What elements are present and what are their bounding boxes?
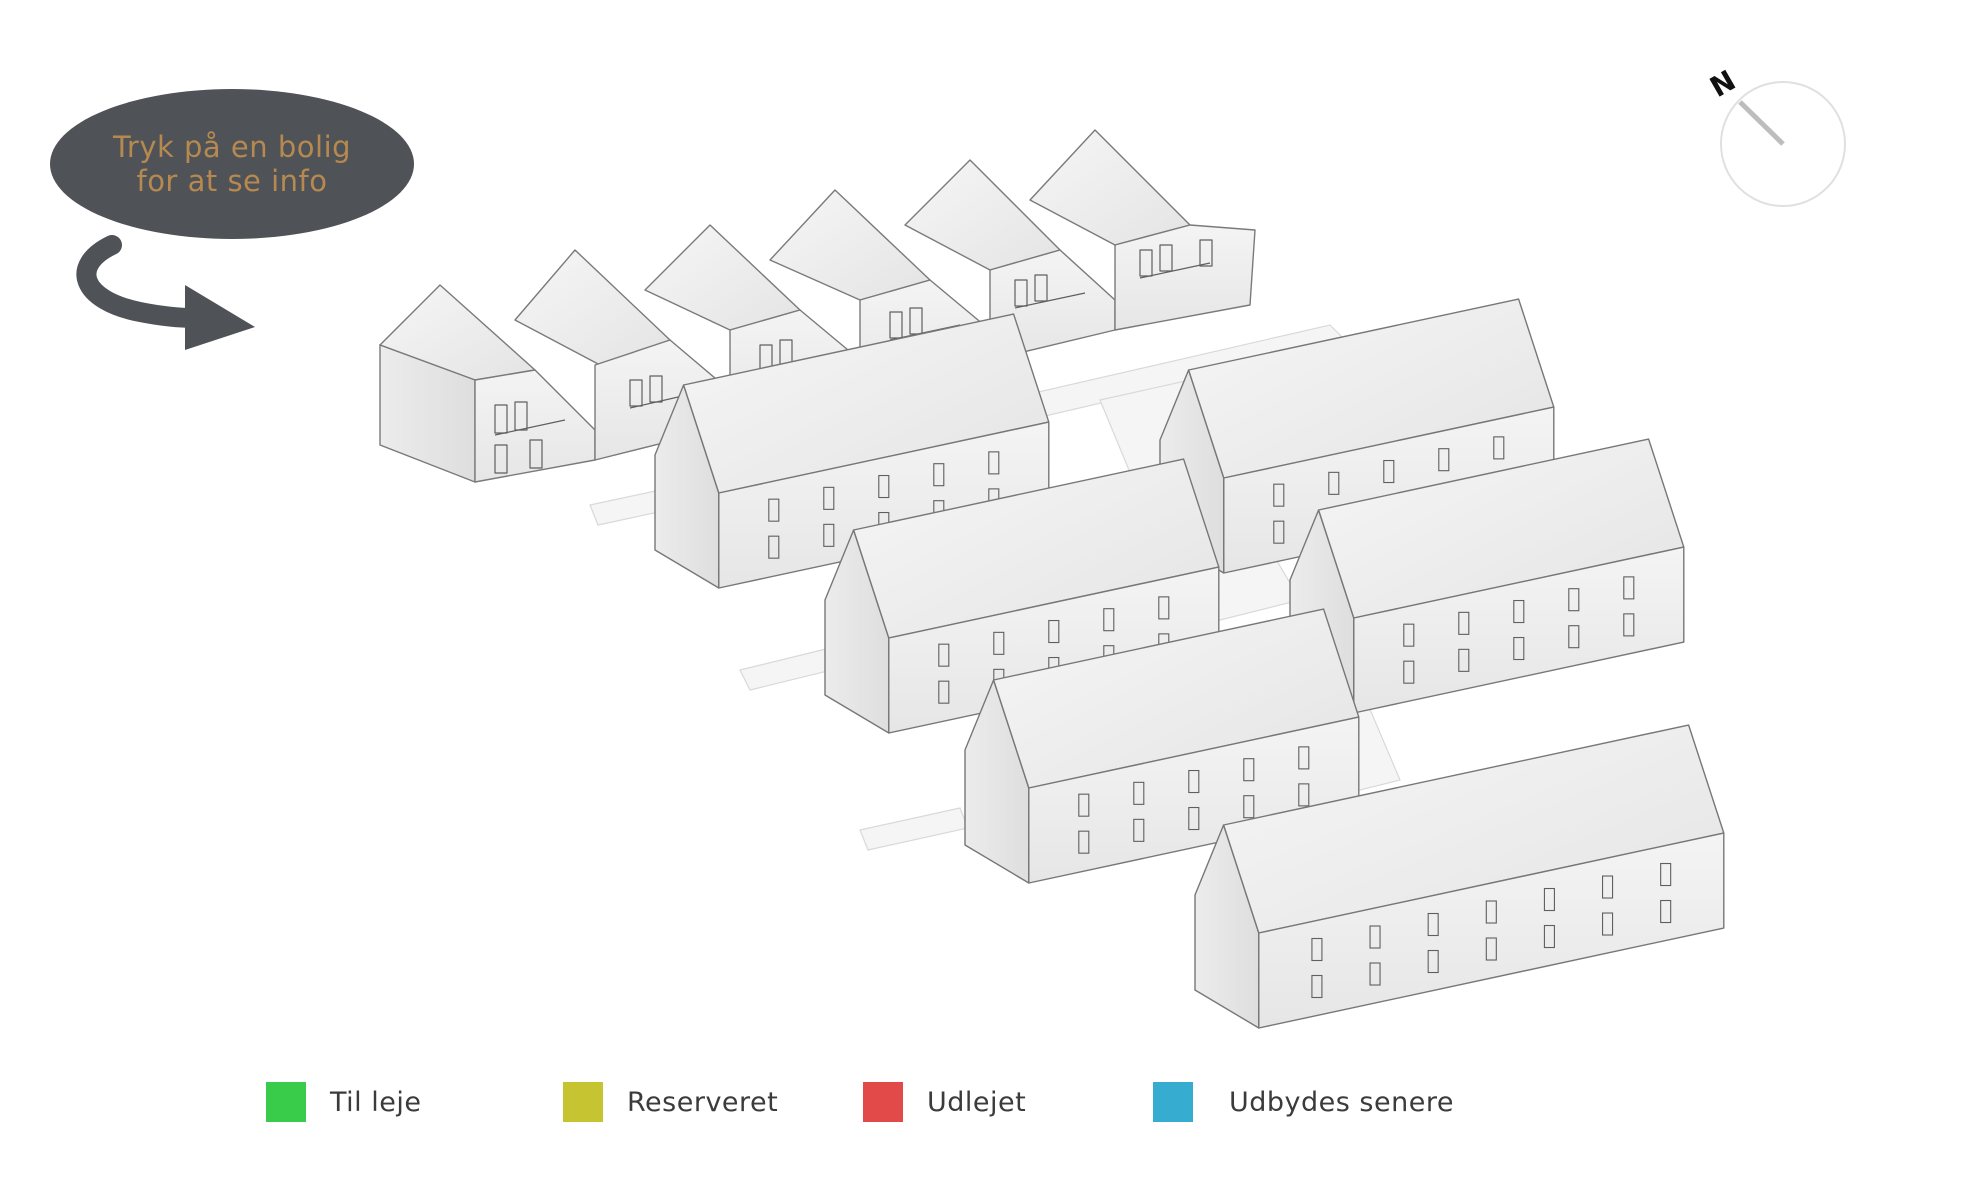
legend-label: Udbydes senere (1229, 1086, 1454, 1118)
compass-needle (1738, 100, 1785, 146)
window (1188, 806, 1200, 831)
window (1273, 483, 1285, 507)
apartment-block-3[interactable] (824, 458, 1220, 734)
window (1078, 830, 1090, 854)
window (1311, 937, 1323, 962)
compass-north-label: N (1704, 64, 1741, 104)
window (1458, 648, 1470, 672)
window (1298, 783, 1310, 807)
window (938, 680, 950, 704)
window (1493, 436, 1505, 460)
window (1543, 887, 1555, 912)
window (1243, 758, 1255, 782)
window (1623, 613, 1635, 637)
legend-item-udlejet: Udlejet (863, 1080, 1026, 1124)
window (1623, 576, 1635, 600)
window (1485, 900, 1497, 924)
window (1158, 596, 1170, 620)
legend-label: Reserveret (627, 1086, 779, 1118)
legend-label: Udlejet (927, 1086, 1027, 1118)
window (1660, 862, 1672, 887)
window (1311, 974, 1323, 999)
compass-ring (1720, 81, 1846, 207)
townhouse-unit-5[interactable] (904, 159, 1116, 361)
window (768, 498, 780, 522)
window (1273, 520, 1285, 544)
window (768, 535, 780, 559)
legend-label: Til leje (330, 1086, 422, 1118)
window (1427, 949, 1439, 974)
legend-item-til-leje: Til leje (266, 1080, 421, 1124)
window (938, 643, 950, 667)
window (1438, 448, 1450, 472)
legend-swatch (563, 1082, 603, 1122)
front-wall (1353, 546, 1685, 714)
window (1427, 912, 1439, 937)
apartment-block-5[interactable] (964, 608, 1360, 884)
window (1513, 636, 1525, 661)
window (933, 463, 945, 487)
apartment-blocks (654, 298, 1725, 1029)
window (1298, 746, 1310, 770)
compass: N (1704, 64, 1846, 207)
window (1369, 962, 1381, 986)
window (878, 474, 890, 499)
townhouse-unit-6[interactable] (1029, 129, 1256, 331)
legend-item-reserveret: Reserveret (563, 1080, 778, 1124)
window (1660, 899, 1672, 924)
window (1188, 769, 1200, 794)
hint-bubble: Tryk på en bolig for at se info (50, 89, 414, 239)
window (1133, 818, 1145, 842)
legend-item-udbydes-senere: Udbydes senere (1153, 1080, 1454, 1124)
window (1543, 924, 1555, 949)
window (1103, 608, 1115, 632)
window (1485, 937, 1497, 961)
window (1458, 611, 1470, 635)
apartment-block-6[interactable] (1194, 724, 1725, 1029)
window (1383, 459, 1395, 484)
window (1602, 875, 1614, 899)
window (1078, 793, 1090, 817)
status-legend: Til leje Reserveret Udlejet Udbydes sene… (0, 1080, 1980, 1140)
window (1602, 912, 1614, 936)
window (1513, 599, 1525, 624)
curved-arrow-icon (76, 235, 255, 350)
window (1243, 795, 1255, 819)
window (1568, 625, 1580, 649)
front-wall (1258, 832, 1725, 1029)
window (1048, 619, 1060, 644)
legend-swatch (863, 1082, 903, 1122)
apartment-block-1[interactable] (654, 313, 1050, 589)
window (1568, 588, 1580, 612)
window (823, 486, 835, 510)
legend-swatch (266, 1082, 306, 1122)
window (988, 451, 1000, 475)
legend-swatch (1153, 1082, 1193, 1122)
window (823, 523, 835, 547)
window (1403, 660, 1415, 684)
window (1133, 781, 1145, 805)
townhouse-unit-1[interactable] (379, 284, 596, 483)
window (1369, 925, 1381, 949)
hint-line-1: Tryk på en bolig (112, 130, 352, 164)
window (1403, 623, 1415, 647)
window (993, 631, 1005, 655)
window (1328, 471, 1340, 495)
hint-line-2: for at se info (136, 164, 328, 198)
